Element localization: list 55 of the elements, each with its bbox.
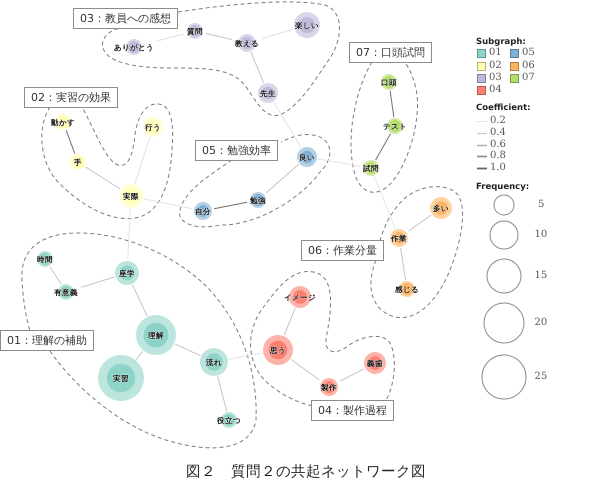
- connector-line: [174, 343, 201, 356]
- connector-line: [400, 247, 406, 281]
- legend-title: Frequency:: [476, 182, 530, 192]
- cluster-label: 01：理解の補助: [0, 330, 94, 351]
- legend-title: Subgraph:: [476, 37, 526, 47]
- connector-line: [134, 137, 150, 184]
- connector-line: [266, 164, 300, 194]
- legend-label: 25: [534, 371, 548, 383]
- connector-line: [273, 102, 302, 148]
- connector-line: [228, 352, 263, 360]
- cluster-label: 04：製作過程: [311, 400, 394, 421]
- legend-title: Coefficient:: [476, 103, 531, 113]
- legend-label: 1.0: [490, 162, 506, 174]
- legend-label: 20: [534, 317, 548, 329]
- legend-label: 04: [489, 84, 502, 96]
- cluster-label: 07：口頭試問: [349, 42, 432, 63]
- connector-line: [374, 176, 396, 230]
- connector-line: [390, 90, 394, 118]
- legend-label: 5: [538, 199, 544, 211]
- legend-label: 01: [489, 47, 502, 59]
- connector-line: [156, 33, 184, 42]
- legend-label: 02: [489, 60, 502, 72]
- connector-line: [339, 368, 365, 382]
- connector-line: [132, 284, 148, 316]
- figure-caption: 図２ 質問２の共起ネットワーク図: [186, 463, 426, 481]
- connector-line: [136, 350, 144, 360]
- connector-line: [290, 358, 320, 380]
- connector-line: [85, 166, 121, 190]
- legend-label: 10: [534, 229, 548, 241]
- legend-label: 03: [489, 72, 502, 84]
- cluster-label: 03：教員への感想: [73, 8, 178, 29]
- connector-line: [49, 266, 62, 285]
- connector-line: [250, 52, 264, 84]
- legend-label: 06: [522, 60, 535, 72]
- legend-label: 05: [522, 47, 535, 59]
- legend-label: 0.8: [490, 150, 506, 162]
- legend-label: 0.2: [490, 115, 506, 127]
- connector-line: [284, 308, 296, 336]
- connector-line: [318, 158, 360, 167]
- connector-line: [66, 130, 76, 154]
- legend-label: 15: [534, 270, 548, 282]
- connector-line: [80, 276, 116, 288]
- connector-line: [206, 33, 232, 40]
- connector-line: [217, 376, 228, 412]
- legend-label: 0.6: [490, 139, 506, 150]
- connector-line: [214, 202, 248, 210]
- connector-line: [375, 133, 391, 161]
- cluster-label: 06：作業分量: [301, 240, 384, 261]
- legend-label: 07: [522, 72, 535, 84]
- legend-label: 0.4: [490, 127, 506, 139]
- connector-line: [143, 198, 192, 210]
- cluster-label: 02：実習の効果: [24, 87, 118, 108]
- connector-line: [408, 214, 432, 232]
- connector-line: [262, 29, 292, 39]
- cluster-label: 05：勉強効率: [195, 140, 278, 161]
